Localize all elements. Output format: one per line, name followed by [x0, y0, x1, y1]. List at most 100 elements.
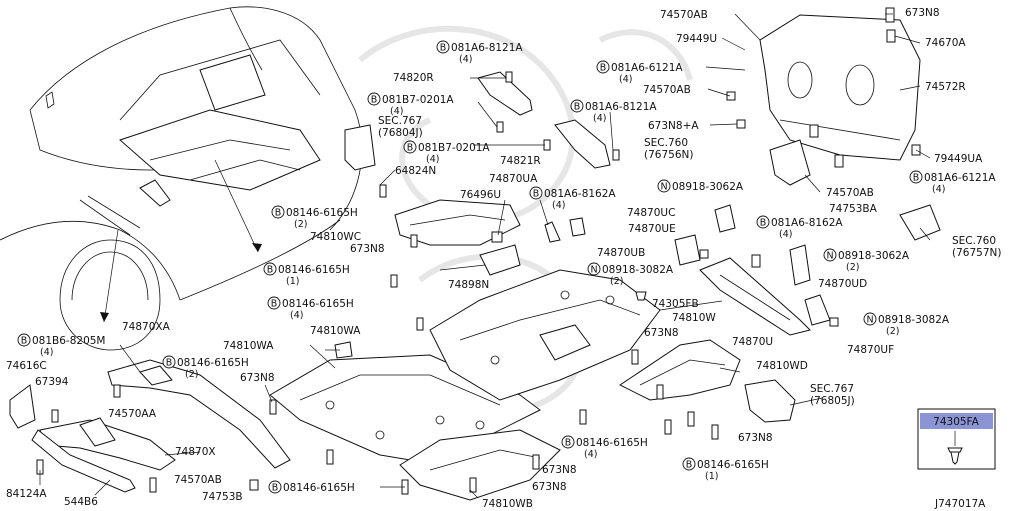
- dash-panel-74572R: [759, 14, 921, 161]
- rail-74870U: [699, 257, 811, 336]
- bracket-74870UF: [804, 294, 831, 326]
- part-number-label: 081B7-0201A: [382, 94, 454, 106]
- crossmember-74870X: [39, 417, 176, 471]
- part-number-label: 081A6-8121A: [451, 42, 523, 54]
- bolt-symbol-icon: [561, 435, 575, 449]
- quantity-label: (2): [294, 219, 307, 230]
- part-number-label: SEC.760: [644, 137, 688, 149]
- bolt-symbol-icon: [756, 215, 770, 229]
- part-number-label: 74870UF: [847, 344, 894, 356]
- quantity-label: (4): [593, 113, 606, 124]
- part-sec767-top: [344, 124, 376, 171]
- callout-c-sec767-r: SEC.767(76805J): [810, 383, 855, 407]
- bolt-symbol-icon: [570, 99, 584, 113]
- callout-c-79449UA: 79449UA: [934, 153, 983, 165]
- callout-c-74821R: 74821R: [500, 155, 541, 167]
- bolt-symbol-icon: [682, 457, 696, 471]
- fastener-bolts: [36, 7, 921, 495]
- part-number-label: 79449U: [676, 33, 717, 45]
- part-number-label: 081A6-6121A: [611, 62, 683, 74]
- bolt-symbol-icon: [596, 60, 610, 74]
- quantity-label: (4): [779, 229, 792, 240]
- part-number-label: 673N8: [240, 372, 275, 384]
- quantity-label: (1): [286, 276, 299, 287]
- symbol-letter: B: [760, 218, 767, 229]
- part-number-label: 081A6-6121A: [924, 172, 996, 184]
- callout-c-sec767-top: SEC.767(76804J): [378, 115, 423, 139]
- bolt-symbol-icon: [271, 205, 285, 219]
- callout-c-74810WB: 74810WB: [482, 498, 533, 510]
- bracket-74820R: [477, 71, 611, 169]
- part-number-label: 74810W: [672, 312, 716, 324]
- callout-c-74870UA: 74870UA: [489, 173, 538, 185]
- bolt-symbol-icon: [529, 186, 543, 200]
- heat-shield-right: [744, 379, 796, 423]
- part-number-label: 673N8: [542, 464, 577, 476]
- callout-c-74753BA: 74753BA: [829, 203, 878, 215]
- small-plate: [334, 341, 353, 359]
- part-number-label: 673N8: [532, 481, 567, 493]
- part-number-label: 74670A: [925, 37, 966, 49]
- part-number-label: 081B7-0201A: [418, 142, 490, 154]
- undercover-center: [429, 269, 661, 401]
- callout-c-74870UC: 74870UC: [627, 207, 675, 219]
- undercover-lower: [399, 429, 561, 501]
- part-number-label: 74870UA: [489, 173, 538, 185]
- callout-c-673N8-d: 673N8: [738, 432, 773, 444]
- crossmember-74870XA: [107, 359, 291, 469]
- rear-bar-544B6: [31, 429, 136, 493]
- callout-c-673N8-a: 673N8: [350, 243, 385, 255]
- callout-c-74810W: 74810W: [672, 312, 716, 324]
- section-ref-label: (76756N): [644, 149, 693, 161]
- diagram-id: J747017A: [934, 498, 986, 510]
- callout-c-74810WA: 74810WA: [223, 340, 274, 352]
- quantity-label: (4): [390, 106, 403, 117]
- part-number-label: 08146-6165H: [286, 207, 358, 219]
- part-number-label: 74810WD: [756, 360, 808, 372]
- part-number-label: 08146-6165H: [576, 437, 648, 449]
- callout-c-74810WA-top: 74810WA: [310, 325, 361, 337]
- callout-c-74616C: 74616C: [6, 360, 47, 372]
- callout-c-74870X: 74870X: [175, 446, 216, 458]
- callout-c-673N8-e: 673N8: [542, 464, 577, 476]
- callout-c-74570AB-top: 74570AB: [660, 9, 708, 21]
- callout-c-64824N: 64824N: [395, 165, 436, 177]
- part-number-label: SEC.767: [810, 383, 854, 395]
- part-number-label: 08918-3082A: [602, 264, 674, 276]
- part-number-label: 74870UC: [627, 207, 675, 219]
- part-number-label: 08146-6165H: [283, 482, 355, 494]
- part-number-label: 081A6-8162A: [771, 217, 843, 229]
- part-number-label: 08146-6165H: [697, 459, 769, 471]
- symbol-letter: B: [166, 358, 173, 369]
- symbol-letter: N: [660, 182, 667, 193]
- quantity-label: (4): [290, 310, 303, 321]
- part-number-label: 08146-6165H: [177, 357, 249, 369]
- symbol-letter: B: [21, 336, 28, 347]
- part-number-label: SEC.760: [952, 235, 996, 247]
- symbol-letter: B: [371, 95, 378, 106]
- nut-symbol-icon: [587, 262, 601, 276]
- callout-c-673N8A: 673N8+A: [648, 120, 699, 132]
- floor-pan: [79, 54, 321, 236]
- callout-c-673N8-top: 673N8: [905, 7, 940, 19]
- part-number-label: 08918-3082A: [878, 314, 950, 326]
- part-number-label: 08918-3062A: [838, 250, 910, 262]
- part-number-label: 74570AA: [108, 408, 157, 420]
- symbol-letter: B: [271, 299, 278, 310]
- part-number-label: 081B6-8205M: [32, 335, 106, 347]
- quantity-label: (4): [584, 449, 597, 460]
- part-number-label: SEC.767: [378, 115, 422, 127]
- part-number-label: 74898N: [448, 279, 489, 291]
- callout-c-673N8-f: 673N8: [532, 481, 567, 493]
- clip-74305FB: [635, 291, 647, 301]
- part-number-label: 74570AB: [174, 474, 222, 486]
